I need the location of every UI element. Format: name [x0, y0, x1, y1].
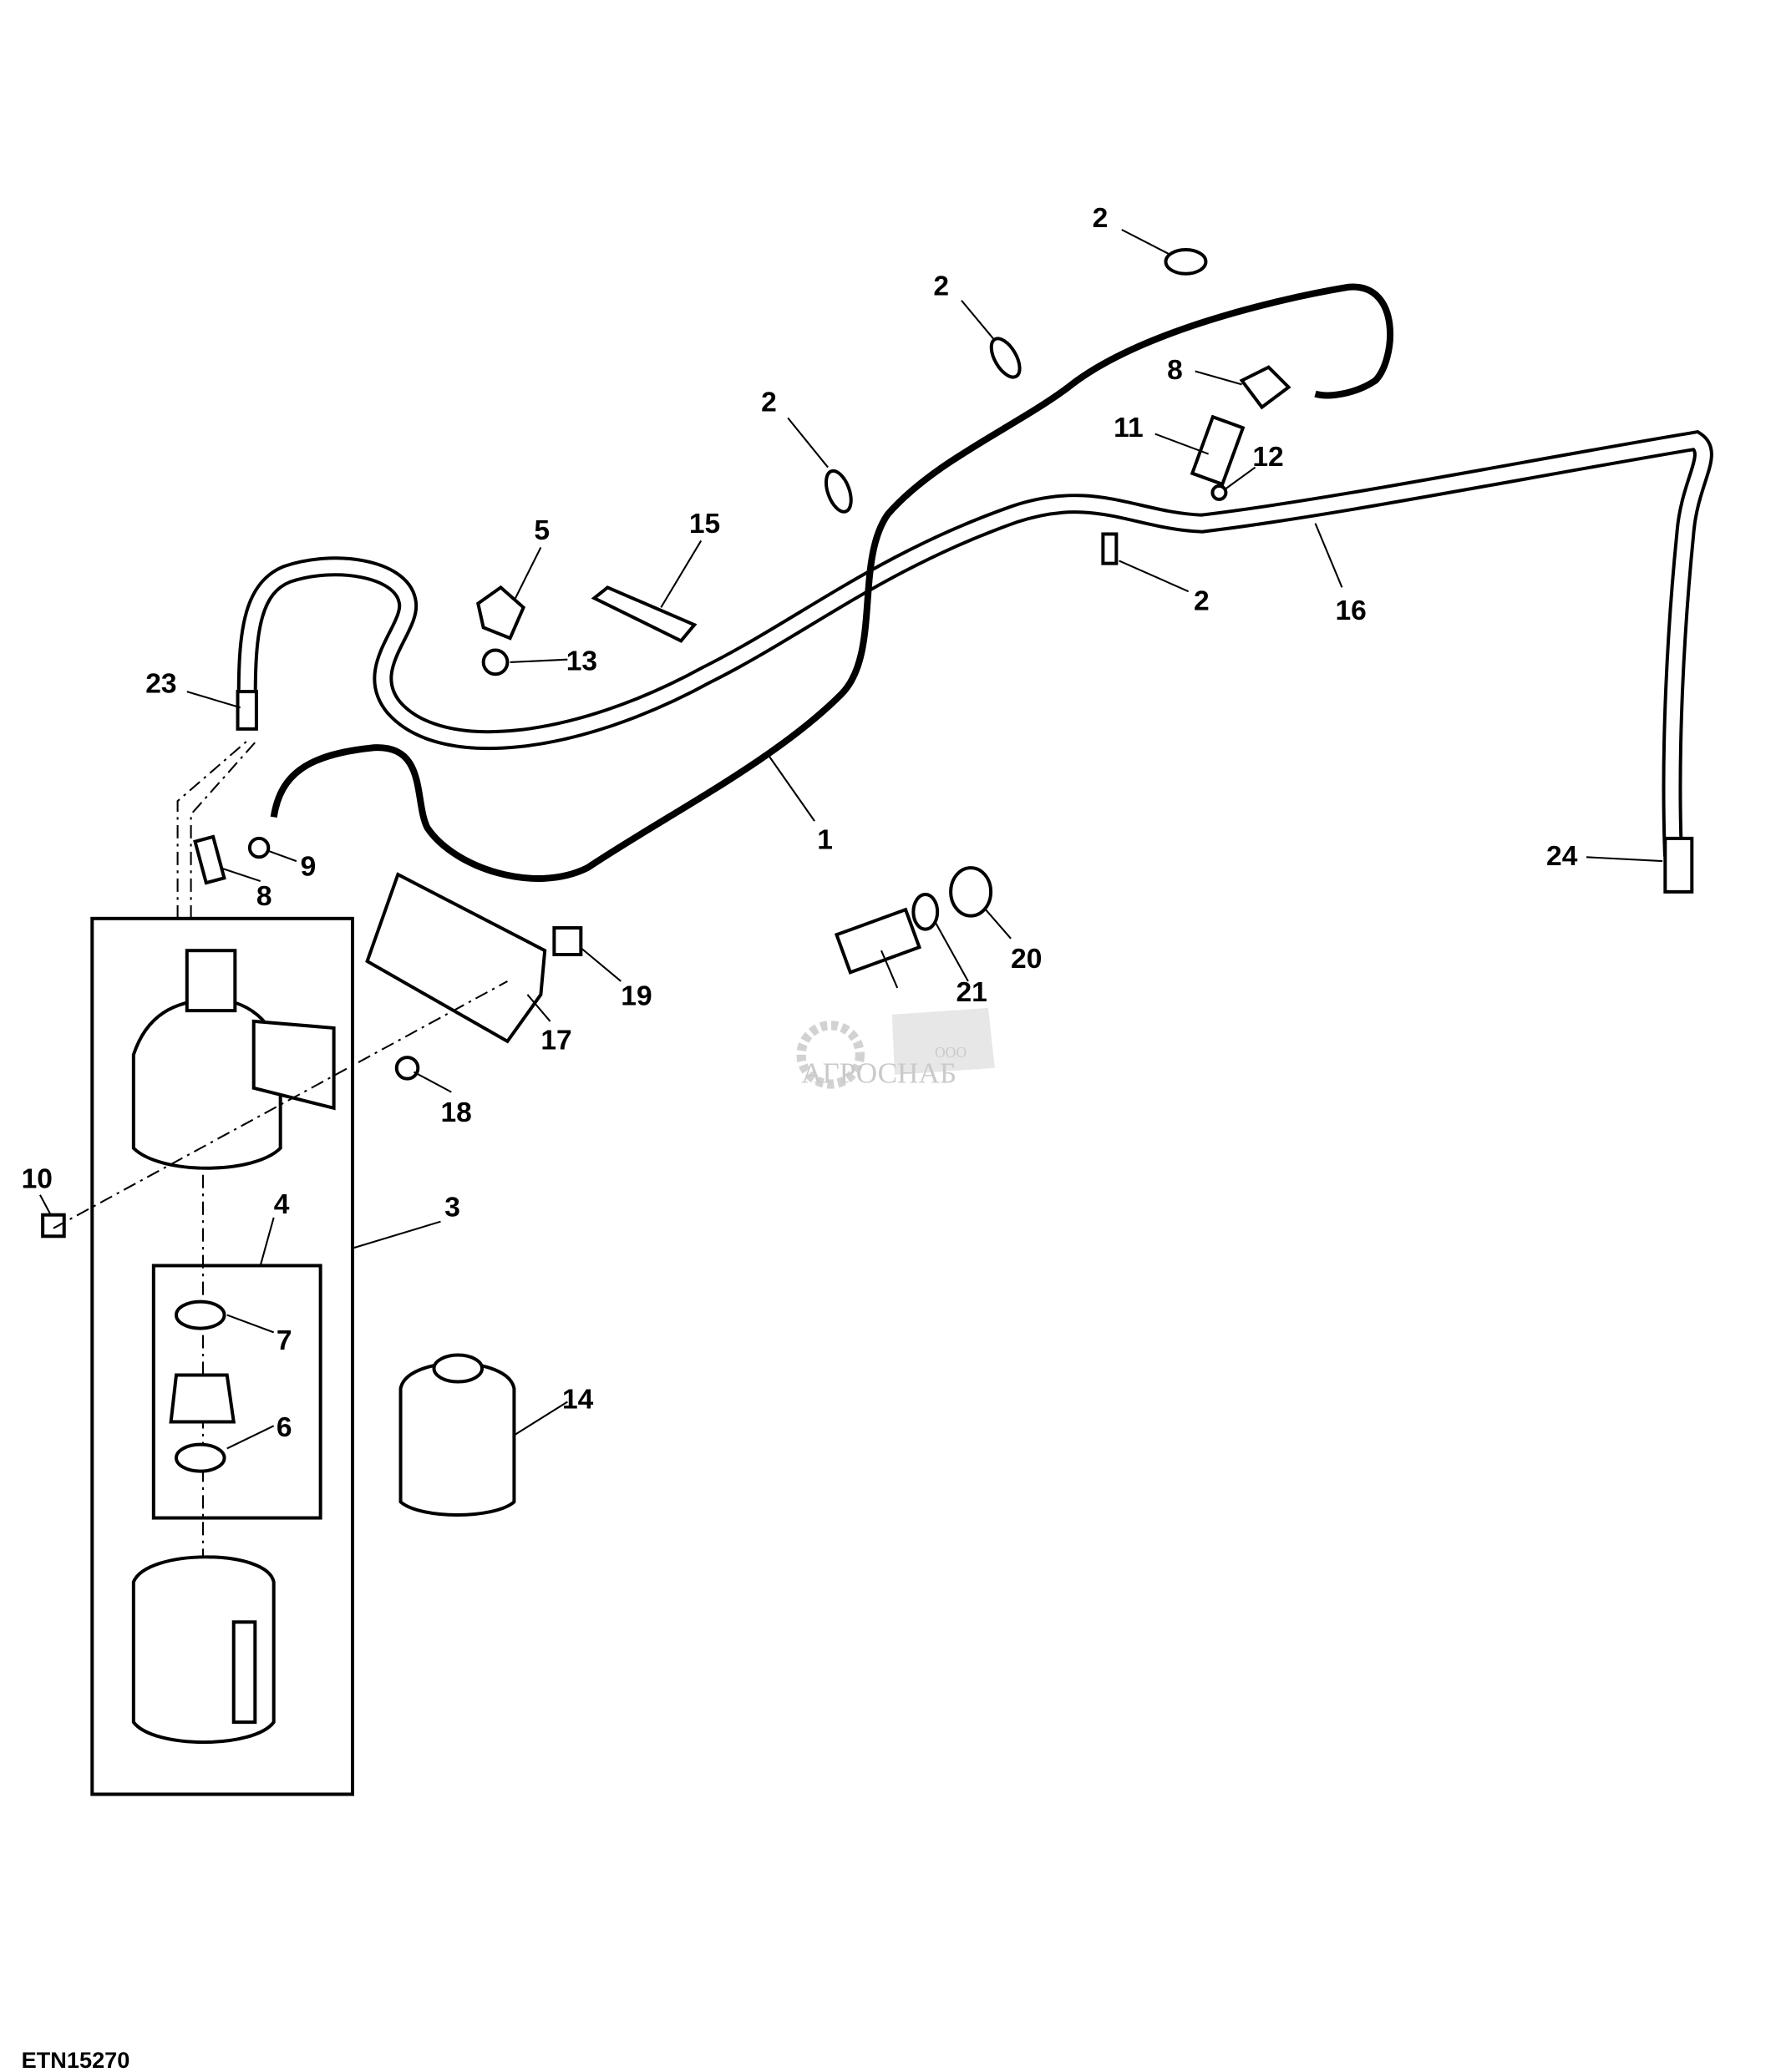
filter-14 — [398, 1353, 516, 1517]
callout-11: 11 — [1114, 413, 1143, 443]
wire-harness-1 — [270, 283, 1394, 882]
callout-6: 6 — [277, 1412, 292, 1443]
watermark-name: АГРОСНАБ — [801, 1056, 957, 1089]
callout-21: 21 — [957, 977, 987, 1008]
callout-2: 2 — [761, 387, 777, 418]
callout-9: 9 — [301, 852, 317, 883]
watermark-prefix: ООО — [935, 1044, 967, 1061]
callout-23: 23 — [145, 669, 176, 700]
callout-16: 16 — [1335, 595, 1366, 626]
callout-8: 8 — [256, 881, 272, 912]
callout-4: 4 — [274, 1189, 290, 1220]
callout-3: 3 — [444, 1192, 460, 1223]
callout-7: 7 — [277, 1325, 292, 1356]
callout-1: 1 — [817, 825, 833, 856]
callout-20: 20 — [1011, 944, 1042, 975]
hose-16 — [236, 429, 1713, 894]
callout-5: 5 — [534, 515, 550, 546]
callout-12: 12 — [1252, 442, 1283, 473]
callout-24: 24 — [1546, 841, 1578, 872]
kit-3-box — [90, 916, 355, 1796]
callout-14: 14 — [562, 1384, 594, 1415]
leader-lines — [39, 229, 1663, 1450]
callout-2: 2 — [933, 271, 949, 301]
callout-13: 13 — [566, 646, 597, 677]
callout-labels: 2 2 2 2 8 11 12 5 15 13 16 23 1 24 9 8 1… — [22, 203, 1578, 1443]
callout-15: 15 — [689, 509, 720, 540]
callout-10: 10 — [22, 1164, 53, 1195]
callout-2: 2 — [1093, 203, 1109, 234]
figure-id: ETN15270 — [22, 2047, 130, 2072]
part-clips — [41, 247, 1291, 1239]
callout-18: 18 — [441, 1097, 472, 1128]
filter-head — [131, 949, 336, 1170]
kit-4-box — [151, 1264, 322, 1520]
callout-8: 8 — [1167, 355, 1183, 386]
callout-17: 17 — [540, 1025, 571, 1056]
callout-19: 19 — [621, 981, 652, 1012]
callout-2: 2 — [1194, 586, 1210, 617]
watermark-logo: ООО АГРОСНАБ — [796, 1007, 995, 1089]
